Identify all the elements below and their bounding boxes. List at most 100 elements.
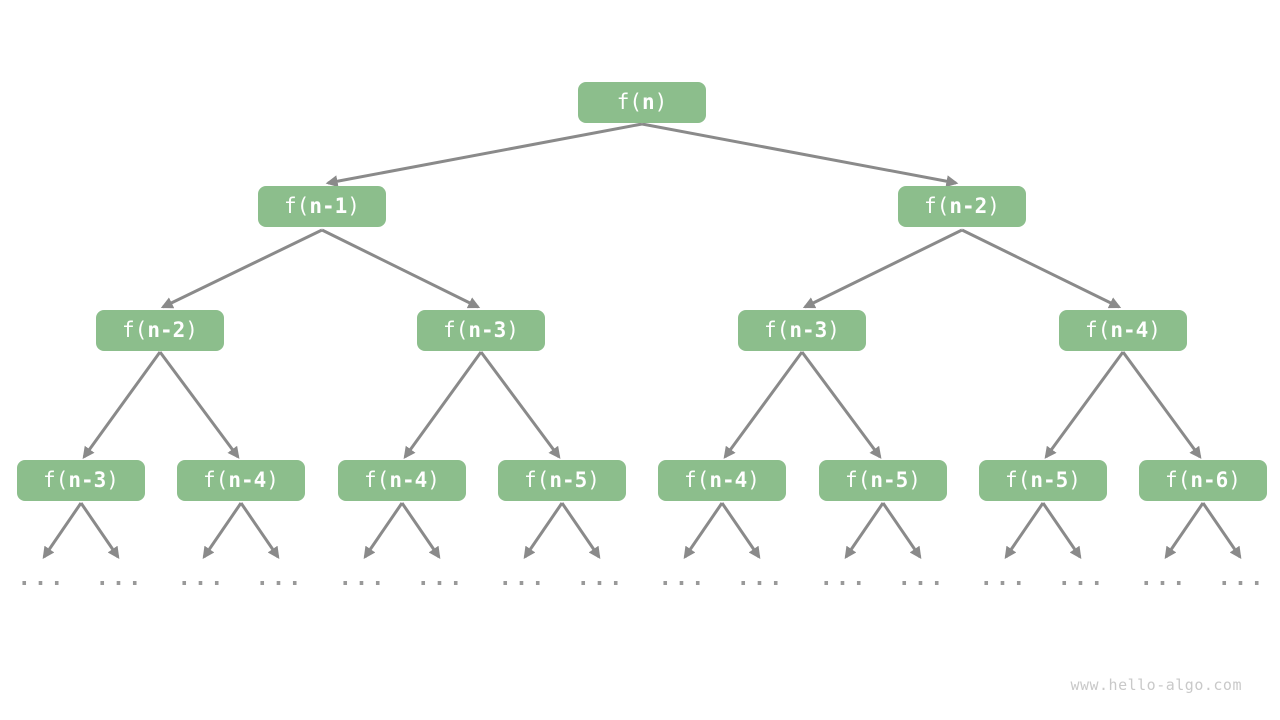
node-label-suffix: ) bbox=[106, 468, 119, 492]
node-label-suffix: ) bbox=[587, 468, 600, 492]
ellipsis: ... bbox=[338, 566, 388, 591]
node-label-arg: n bbox=[641, 90, 655, 114]
tree-node: f(n-4) bbox=[338, 460, 466, 501]
node-label-prefix: f( bbox=[1005, 468, 1031, 492]
node-label-prefix: f( bbox=[284, 194, 310, 218]
node-label-suffix: ) bbox=[827, 318, 840, 342]
node-label-arg: n-5 bbox=[549, 468, 588, 492]
node-label-arg: n-5 bbox=[1030, 468, 1069, 492]
tree-node: f(n-5) bbox=[498, 460, 626, 501]
node-label-suffix: ) bbox=[347, 194, 360, 218]
ellipsis: ... bbox=[177, 566, 227, 591]
node-label-prefix: f( bbox=[203, 468, 229, 492]
tree-node: f(n-2) bbox=[96, 310, 224, 351]
node-label-prefix: f( bbox=[764, 318, 790, 342]
node-label-prefix: f( bbox=[845, 468, 871, 492]
watermark: www.hello-algo.com bbox=[1070, 676, 1242, 694]
edge-arrow bbox=[1164, 502, 1205, 559]
edge-arrow bbox=[1044, 351, 1125, 459]
node-label-arg: n-4 bbox=[1110, 318, 1149, 342]
ellipsis: ... bbox=[1217, 566, 1267, 591]
node-label-prefix: f( bbox=[43, 468, 69, 492]
tree-node: f(n-3) bbox=[738, 310, 866, 351]
edge-arrow bbox=[400, 502, 441, 559]
edge-arrow bbox=[325, 122, 643, 188]
node-label-suffix: ) bbox=[747, 468, 760, 492]
node-label-suffix: ) bbox=[506, 318, 519, 342]
node-label-suffix: ) bbox=[908, 468, 921, 492]
edge-arrow bbox=[1041, 502, 1082, 559]
tree-node: f(n-3) bbox=[417, 310, 545, 351]
edge-arrow bbox=[523, 502, 564, 559]
ellipsis: ... bbox=[1139, 566, 1189, 591]
node-label-suffix: ) bbox=[427, 468, 440, 492]
edge-arrow bbox=[802, 228, 963, 309]
tree-node: f(n-2) bbox=[898, 186, 1026, 227]
node-label-suffix: ) bbox=[654, 90, 668, 114]
tree-node: f(n-4) bbox=[1059, 310, 1187, 351]
node-label-prefix: f( bbox=[1085, 318, 1111, 342]
node-label-arg: n-2 bbox=[949, 194, 988, 218]
edge-arrow bbox=[158, 351, 240, 459]
node-label-suffix: ) bbox=[1068, 468, 1081, 492]
node-label-suffix: ) bbox=[266, 468, 279, 492]
ellipsis: ... bbox=[1057, 566, 1107, 591]
edge-arrow bbox=[239, 502, 280, 559]
ellipsis: ... bbox=[819, 566, 869, 591]
ellipsis: ... bbox=[95, 566, 145, 591]
edge-arrow bbox=[363, 502, 404, 559]
node-label-prefix: f( bbox=[524, 468, 550, 492]
node-label-arg: n-3 bbox=[468, 318, 507, 342]
edge-arrow bbox=[723, 351, 804, 459]
edge-arrow bbox=[82, 351, 162, 459]
edge-arrow bbox=[479, 351, 561, 459]
node-label-suffix: ) bbox=[987, 194, 1000, 218]
edge-arrow bbox=[881, 502, 922, 559]
node-label-arg: n-1 bbox=[309, 194, 348, 218]
tree-node: f(n-3) bbox=[17, 460, 145, 501]
node-label-arg: n-6 bbox=[1190, 468, 1229, 492]
edge-arrow bbox=[720, 502, 761, 559]
node-label-arg: n-4 bbox=[709, 468, 748, 492]
tree-node: f(n-5) bbox=[819, 460, 947, 501]
edge-arrow bbox=[42, 502, 83, 559]
node-label-prefix: f( bbox=[684, 468, 710, 492]
edge-arrow bbox=[844, 502, 885, 559]
tree-node: f(n) bbox=[578, 82, 706, 123]
node-label-suffix: ) bbox=[1148, 318, 1161, 342]
node-label-arg: n-4 bbox=[228, 468, 267, 492]
node-label-arg: n-5 bbox=[870, 468, 909, 492]
ellipsis: ... bbox=[17, 566, 67, 591]
node-label-arg: n-2 bbox=[147, 318, 186, 342]
node-label-prefix: f( bbox=[1165, 468, 1191, 492]
node-label-arg: n-3 bbox=[789, 318, 828, 342]
edge-arrow bbox=[403, 351, 483, 459]
ellipsis: ... bbox=[658, 566, 708, 591]
tree-node: f(n-4) bbox=[658, 460, 786, 501]
ellipsis: ... bbox=[576, 566, 626, 591]
node-label-prefix: f( bbox=[616, 90, 642, 114]
edge-arrow bbox=[1004, 502, 1045, 559]
node-label-arg: n-4 bbox=[389, 468, 428, 492]
tree-node: f(n-4) bbox=[177, 460, 305, 501]
node-label-prefix: f( bbox=[443, 318, 469, 342]
edge-arrow bbox=[641, 122, 959, 188]
node-label-arg: n-3 bbox=[68, 468, 107, 492]
ellipsis: ... bbox=[897, 566, 947, 591]
edge-arrow bbox=[1201, 502, 1242, 559]
edge-arrow bbox=[961, 228, 1122, 309]
edge-arrow bbox=[560, 502, 601, 559]
edge-arrow bbox=[683, 502, 724, 559]
ellipsis: ... bbox=[979, 566, 1029, 591]
edge-arrow bbox=[160, 228, 323, 309]
ellipsis: ... bbox=[255, 566, 305, 591]
node-label-suffix: ) bbox=[185, 318, 198, 342]
tree-node: f(n-1) bbox=[258, 186, 386, 227]
tree-node: f(n-6) bbox=[1139, 460, 1267, 501]
edge-arrow bbox=[79, 502, 120, 559]
edge-arrow bbox=[321, 228, 481, 309]
ellipsis: ... bbox=[498, 566, 548, 591]
node-label-suffix: ) bbox=[1228, 468, 1241, 492]
